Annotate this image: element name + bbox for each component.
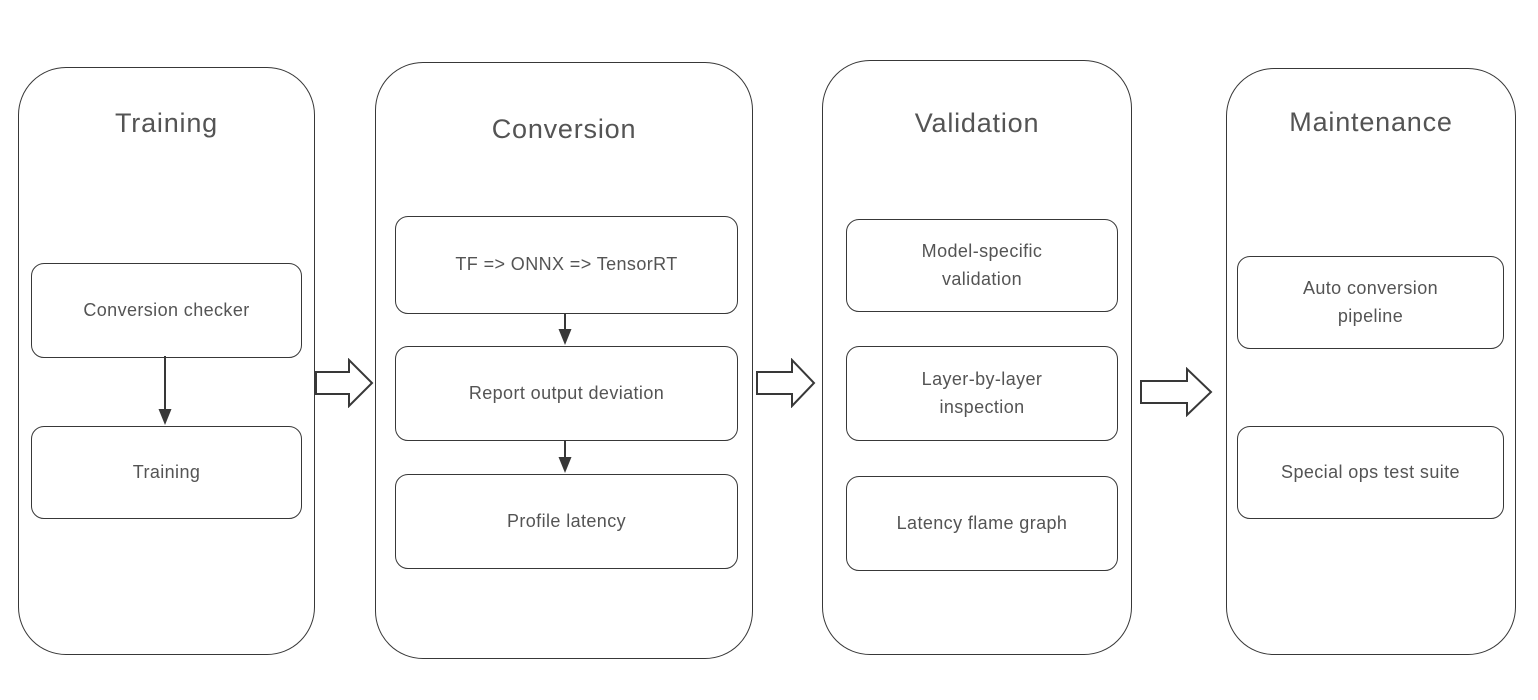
node-label: Latency flame graph xyxy=(896,512,1068,533)
block-arrow-right-icon xyxy=(756,358,816,408)
node-label: TF => ONNX => TensorRT xyxy=(455,254,678,275)
node-auto-conversion-pipeline: Auto conversion pipeline xyxy=(1237,256,1504,349)
stage-panel-validation: Validation Model-specific validation Lay… xyxy=(822,60,1132,655)
node-label: Layer-by-layer inspection xyxy=(921,368,1043,417)
stage-title-maintenance: Maintenance xyxy=(1289,107,1453,137)
stage-panel-maintenance: Maintenance Auto conversion pipeline Spe… xyxy=(1226,68,1516,655)
stage-panel-conversion: Conversion TF => ONNX => TensorRT Report… xyxy=(375,62,753,659)
node-label: Special ops test suite xyxy=(1281,461,1460,482)
node-label: Profile latency xyxy=(506,510,627,531)
node-layer-by-layer-inspection: Layer-by-layer inspection xyxy=(846,346,1118,441)
stage-panel-training: Training Conversion checker Training xyxy=(18,67,315,655)
node-label: Model-specific validation xyxy=(921,240,1043,289)
block-arrow-right-icon xyxy=(315,358,374,408)
node-label: Conversion checker xyxy=(83,299,250,320)
node-report-output-deviation: Report output deviation xyxy=(395,346,738,441)
arrow-down-icon xyxy=(158,356,172,425)
node-model-specific-validation: Model-specific validation xyxy=(846,219,1118,312)
node-training: Training xyxy=(31,426,302,519)
node-profile-latency: Profile latency xyxy=(395,474,738,569)
arrow-down-icon xyxy=(558,313,572,345)
stage-title-validation: Validation xyxy=(914,108,1040,138)
block-arrow-right-icon xyxy=(1140,367,1213,417)
stage-title-training: Training xyxy=(115,108,218,138)
node-tf-onnx-tensorrt: TF => ONNX => TensorRT xyxy=(395,216,738,314)
node-latency-flame-graph: Latency flame graph xyxy=(846,476,1118,571)
arrow-down-icon xyxy=(558,440,572,473)
node-label: Report output deviation xyxy=(468,382,665,403)
node-label: Auto conversion pipeline xyxy=(1302,277,1439,326)
node-label: Training xyxy=(132,461,201,482)
node-conversion-checker: Conversion checker xyxy=(31,263,302,358)
node-special-ops-test-suite: Special ops test suite xyxy=(1237,426,1504,519)
stage-title-conversion: Conversion xyxy=(491,114,637,144)
